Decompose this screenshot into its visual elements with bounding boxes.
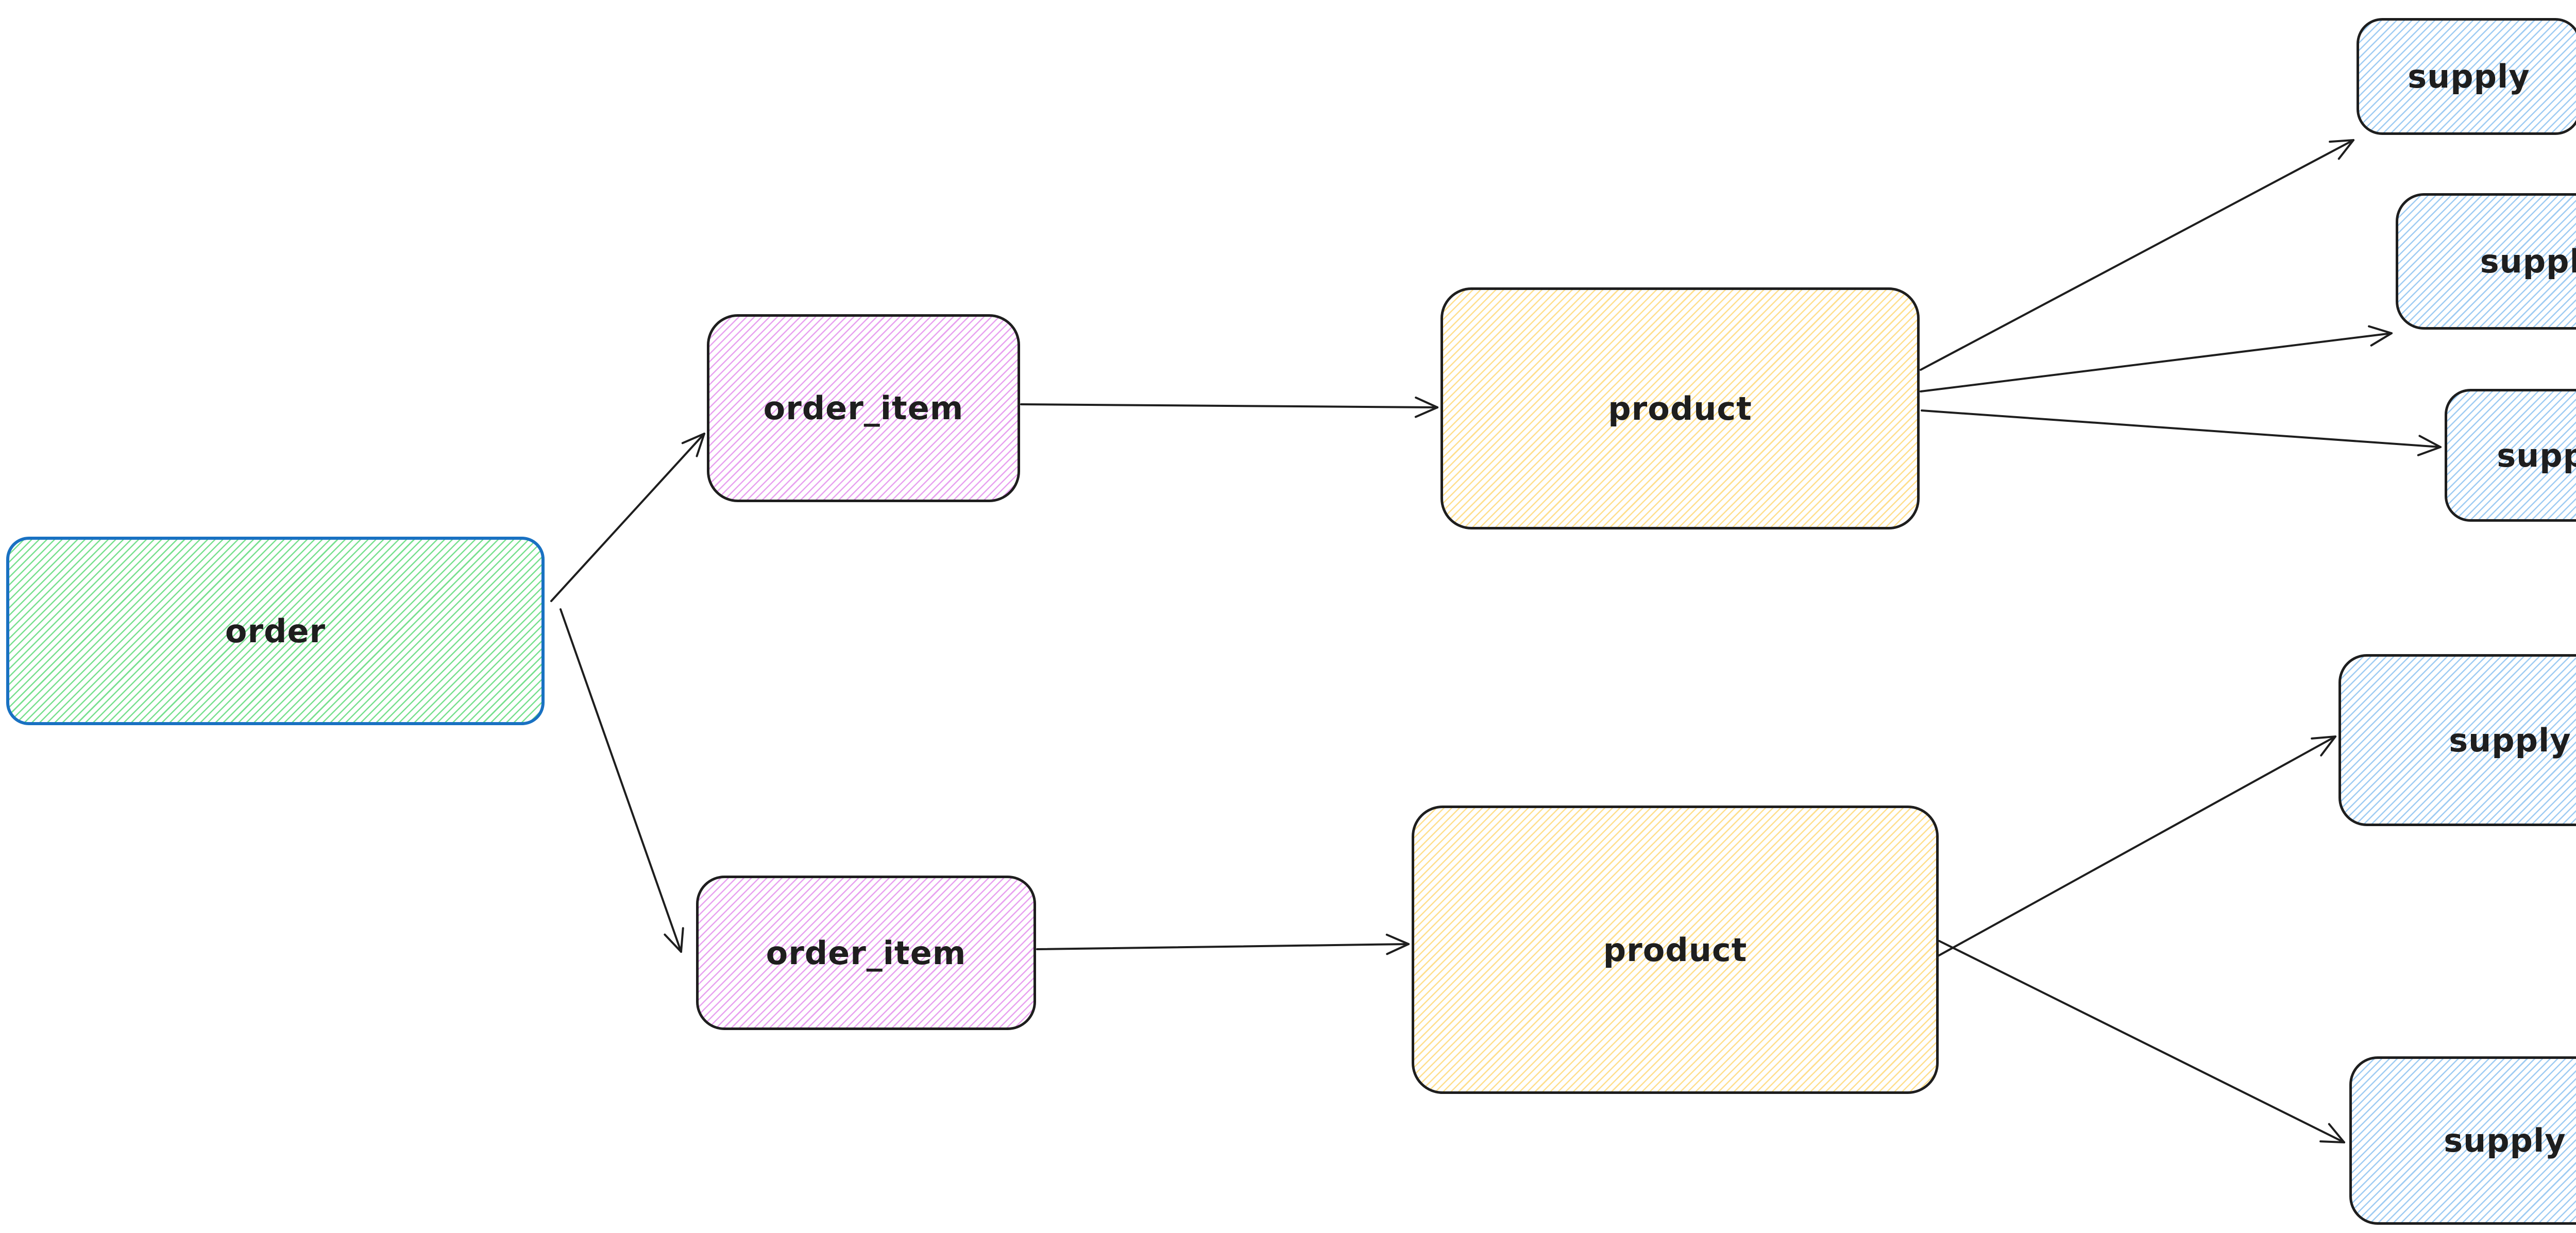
node-label-product_bottom: product — [1603, 931, 1748, 969]
node-label-supply_1: supply — [2408, 58, 2530, 95]
node-label-supply_3: supply — [2497, 436, 2576, 474]
arrow-order-to-order_item_bottom[interactable] — [560, 608, 684, 953]
node-label-order: order — [225, 612, 326, 650]
node-supply_4[interactable]: supply — [2338, 654, 2576, 826]
node-label-supply_5: supply — [2444, 1122, 2566, 1159]
arrow-order_item_bottom-to-product_bottom[interactable] — [1036, 933, 1410, 955]
node-supply_2[interactable]: supply — [2396, 193, 2576, 330]
node-supply_5[interactable]: supply — [2349, 1056, 2576, 1225]
node-label-supply_4: supply — [2449, 721, 2571, 759]
node-label-order_item_top: order_item — [763, 389, 964, 427]
node-label-order_item_bottom: order_item — [766, 934, 967, 972]
node-product_top[interactable]: product — [1440, 287, 1920, 529]
node-order_item_top[interactable]: order_item — [707, 314, 1020, 502]
arrow-order_item_top-to-product_top[interactable] — [1020, 396, 1438, 418]
arrow-product_bottom-to-supply_5[interactable] — [1938, 940, 2345, 1143]
node-order[interactable]: order — [6, 537, 545, 725]
arrow-product_top-to-supply_3[interactable] — [1921, 409, 2442, 456]
arrow-product_top-to-supply_2[interactable] — [1920, 325, 2393, 392]
node-product_bottom[interactable]: product — [1412, 806, 1939, 1094]
node-label-supply_2: supply — [2480, 243, 2576, 280]
node-supply_3[interactable]: supply — [2445, 389, 2576, 522]
arrow-product_top-to-supply_1[interactable] — [1920, 139, 2354, 371]
node-order_item_bottom[interactable]: order_item — [696, 876, 1036, 1030]
arrow-order-to-order_item_top[interactable] — [550, 433, 705, 602]
arrow-product_bottom-to-supply_4[interactable] — [1936, 735, 2336, 957]
node-label-product_top: product — [1608, 389, 1752, 427]
node-supply_1[interactable]: supply — [2357, 18, 2576, 135]
